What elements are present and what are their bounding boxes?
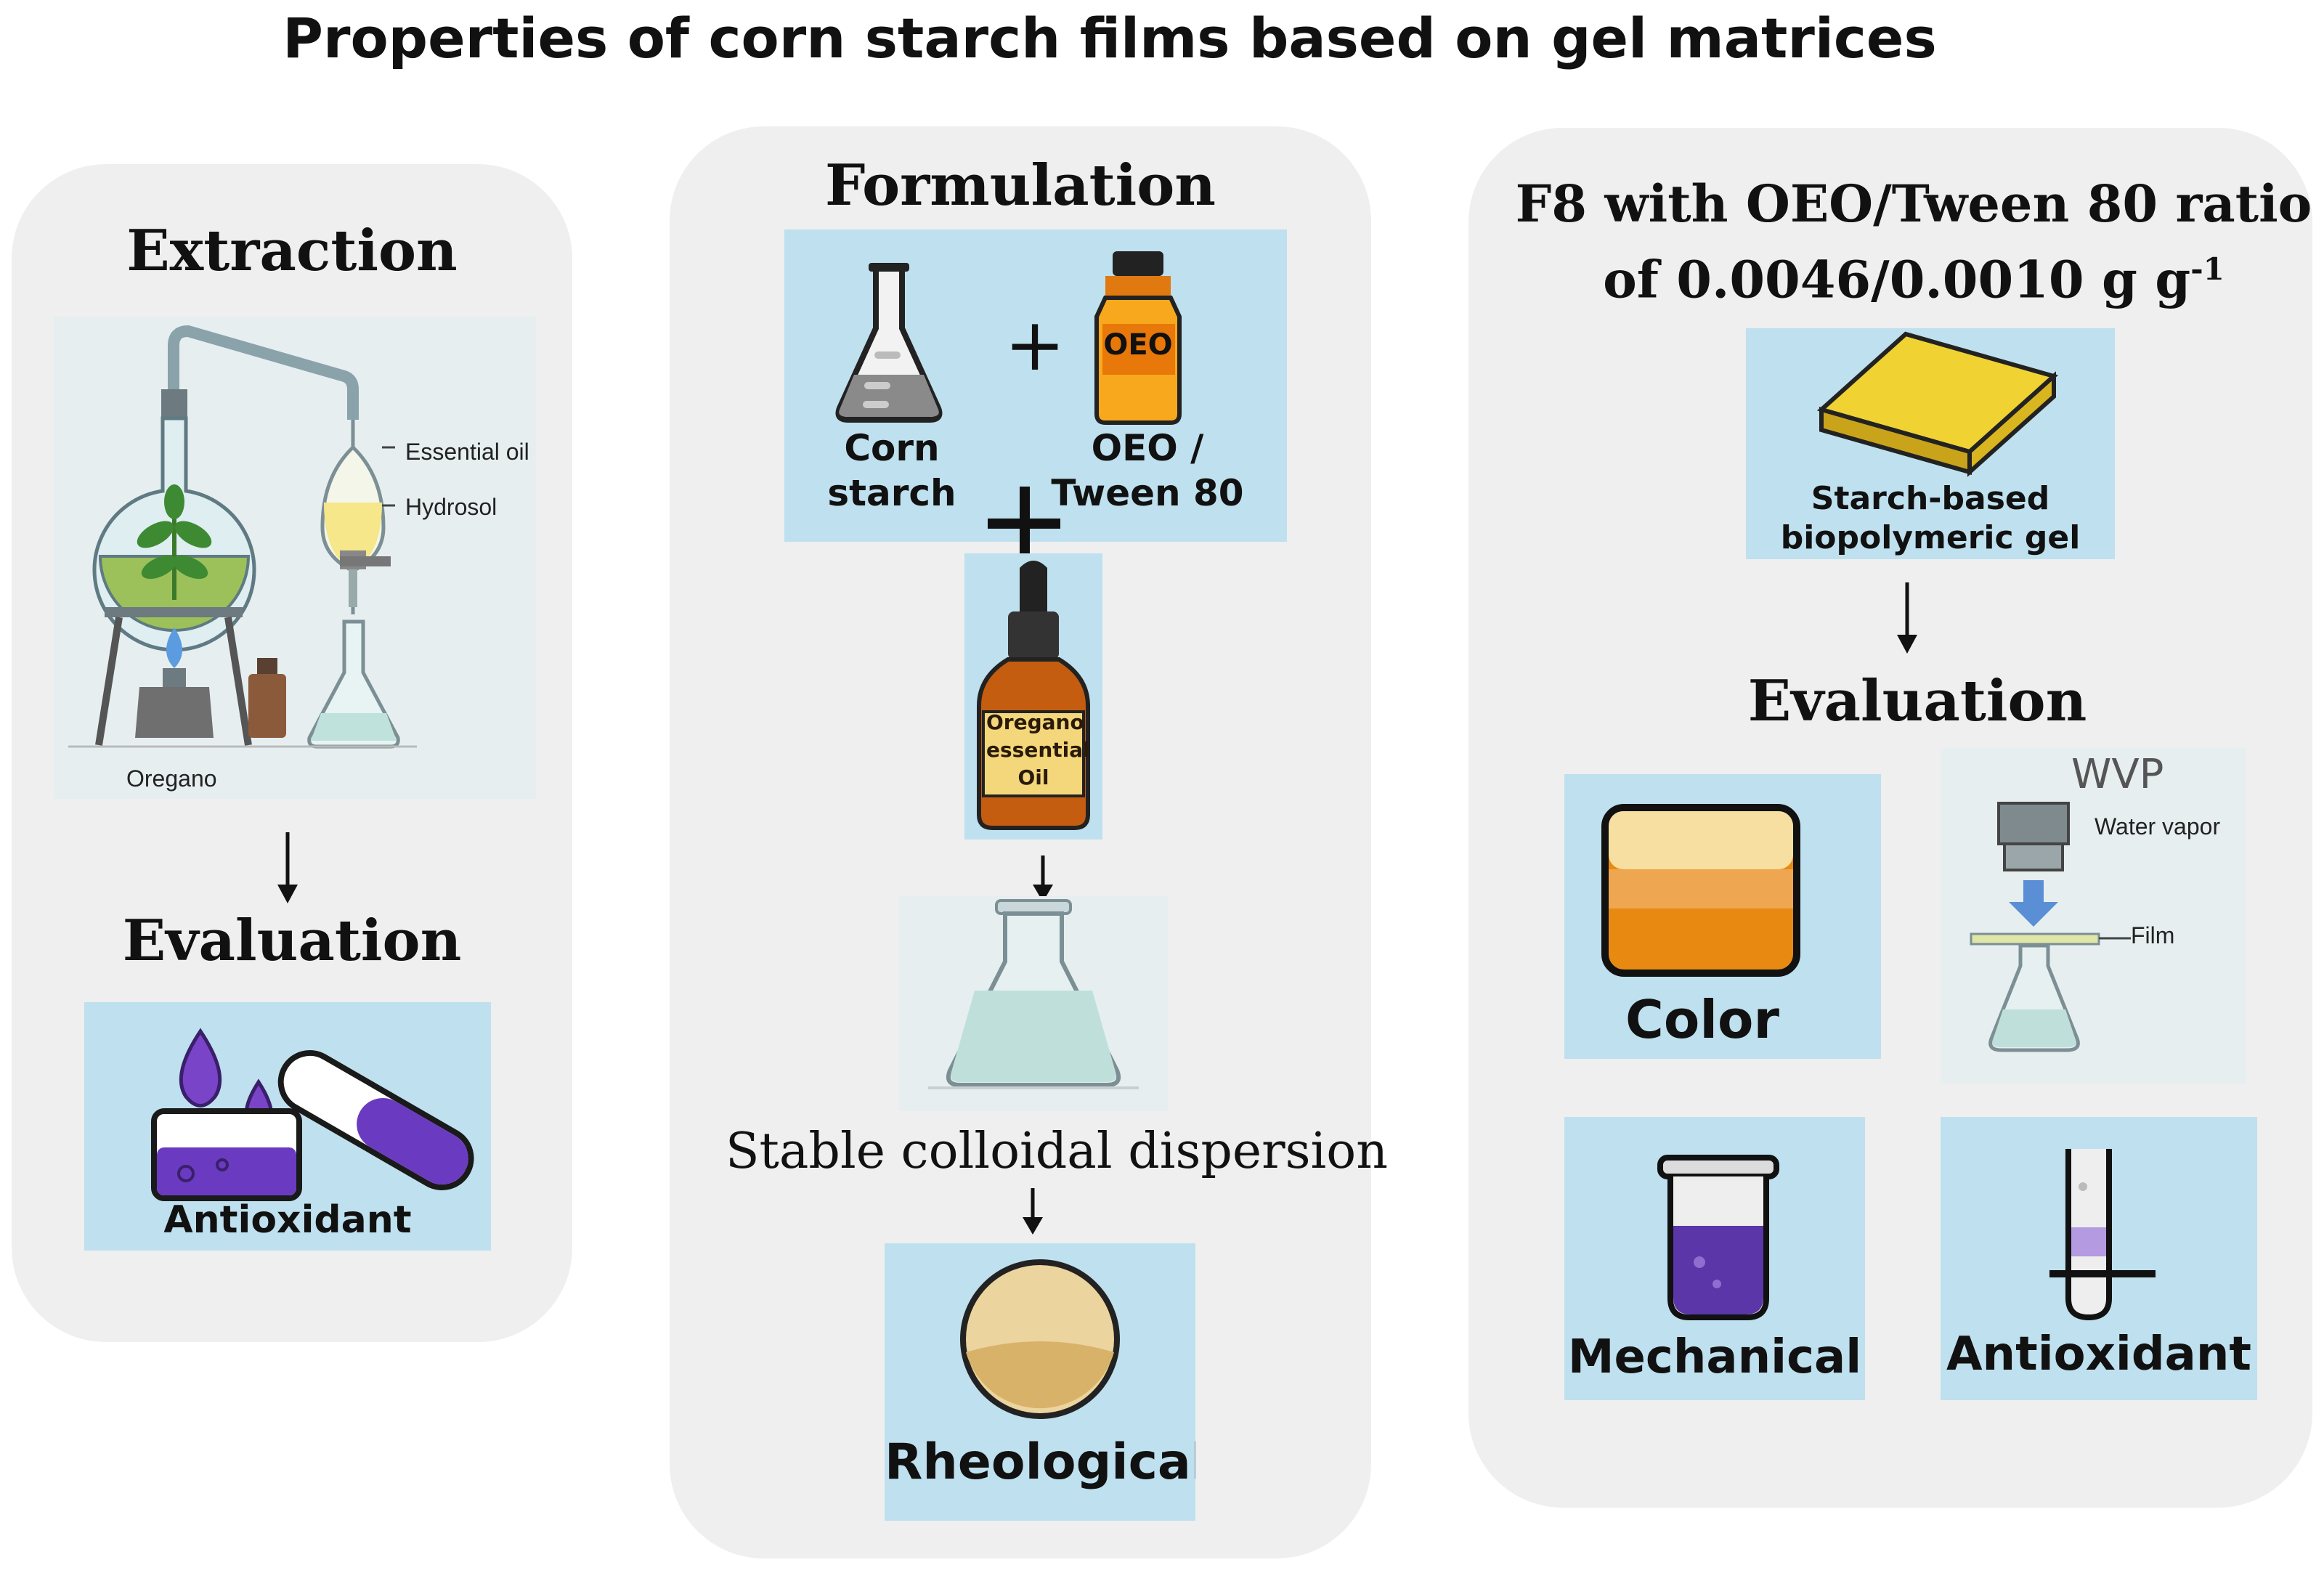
color-box: Color — [1564, 774, 1881, 1059]
right-antioxidant-box: Antioxidant — [1941, 1117, 2257, 1400]
arrow-down-icon — [277, 832, 298, 903]
rheological-box: Rheological — [885, 1243, 1195, 1521]
formulation-heading: Formulation — [824, 153, 1216, 219]
mechanical-label: Mechanical — [1567, 1330, 1862, 1384]
oregano-plant-icon — [137, 484, 212, 600]
dropper-bottle-icon — [977, 561, 1090, 830]
gel-film-icon — [1816, 331, 2059, 477]
wvp-film-label: Film — [2131, 922, 2175, 948]
rheology-disc-icon — [960, 1259, 1120, 1419]
right-evaluation-heading: Evaluation — [1747, 668, 2087, 734]
film-box: Starch-based biopolymeric gel film — [1746, 328, 2115, 559]
film-heading: F8 with OEO/Tween 80 ratio of 0.0046/0.0… — [1468, 171, 2324, 312]
formulation-ingredients-box: + OEO Corn starch OEO / Tween 80 — [784, 229, 1287, 542]
arrow-down-icon — [1033, 855, 1053, 902]
dispersion-label: Stable colloidal dispersion — [725, 1123, 1389, 1180]
test-tube-icon — [1657, 1155, 1779, 1320]
arrow-down-icon — [1023, 1188, 1043, 1235]
right-antioxidant-label: Antioxidant — [1946, 1328, 2251, 1381]
oregano-label: Oregano — [126, 765, 217, 792]
extraction-heading: Extraction — [126, 218, 458, 284]
page-title: Properties of corn starch films based on… — [283, 6, 1937, 70]
hydrosol-label: Hydrosol — [405, 494, 497, 520]
film-heading-line2: of 0.0046/0.0010 g g — [1603, 249, 2191, 310]
antioxidant-test-icon — [151, 1028, 474, 1201]
rheological-label: Rheological — [885, 1434, 1195, 1491]
color-swatch-icon — [1601, 804, 1800, 977]
film-heading-line1: F8 with OEO/Tween 80 ratio — [1515, 174, 2312, 234]
flask-icon — [835, 263, 943, 423]
oeo-bottle-icon — [1094, 251, 1182, 425]
antioxidant-tube-icon — [2049, 1149, 2156, 1321]
oeo-tween-label: OEO / Tween 80 — [1051, 427, 1244, 514]
wvp-box: WVP Water vapor Film — [1941, 748, 2246, 1084]
wvp-title: WVP — [2071, 751, 2164, 798]
erlenmeyer-flask-icon — [928, 899, 1139, 1089]
left-antioxidant-box: Antioxidant — [84, 1002, 491, 1251]
oregano-bottle-label: Oregano essential Oil — [986, 710, 1090, 789]
essential-oil-label: Essential oil — [405, 439, 529, 465]
film-label: Starch-based biopolymeric gel film — [1780, 480, 2081, 559]
wvp-test-icon — [1970, 802, 2131, 1052]
color-label: Color — [1625, 989, 1779, 1050]
corn-starch-label: Corn starch — [827, 427, 956, 514]
oeo-bottle-label: OEO — [1103, 328, 1173, 362]
arrow-down-icon — [1897, 582, 1917, 654]
plus-sign: + — [1004, 302, 1065, 387]
wvp-water-vapor-label: Water vapor — [2095, 813, 2221, 840]
plus-icon — [988, 487, 1060, 559]
oregano-oil-bottle-box: Oregano essential Oil — [964, 553, 1102, 840]
left-antioxidant-label: Antioxidant — [163, 1198, 412, 1242]
dispersion-flask-box — [899, 896, 1168, 1111]
mechanical-box: Mechanical — [1564, 1117, 1865, 1400]
distillation-illustration: Essential oil Hydrosol Oregano — [54, 317, 536, 799]
left-evaluation-heading: Evaluation — [122, 908, 462, 974]
film-heading-sup: -1 — [2190, 251, 2225, 287]
